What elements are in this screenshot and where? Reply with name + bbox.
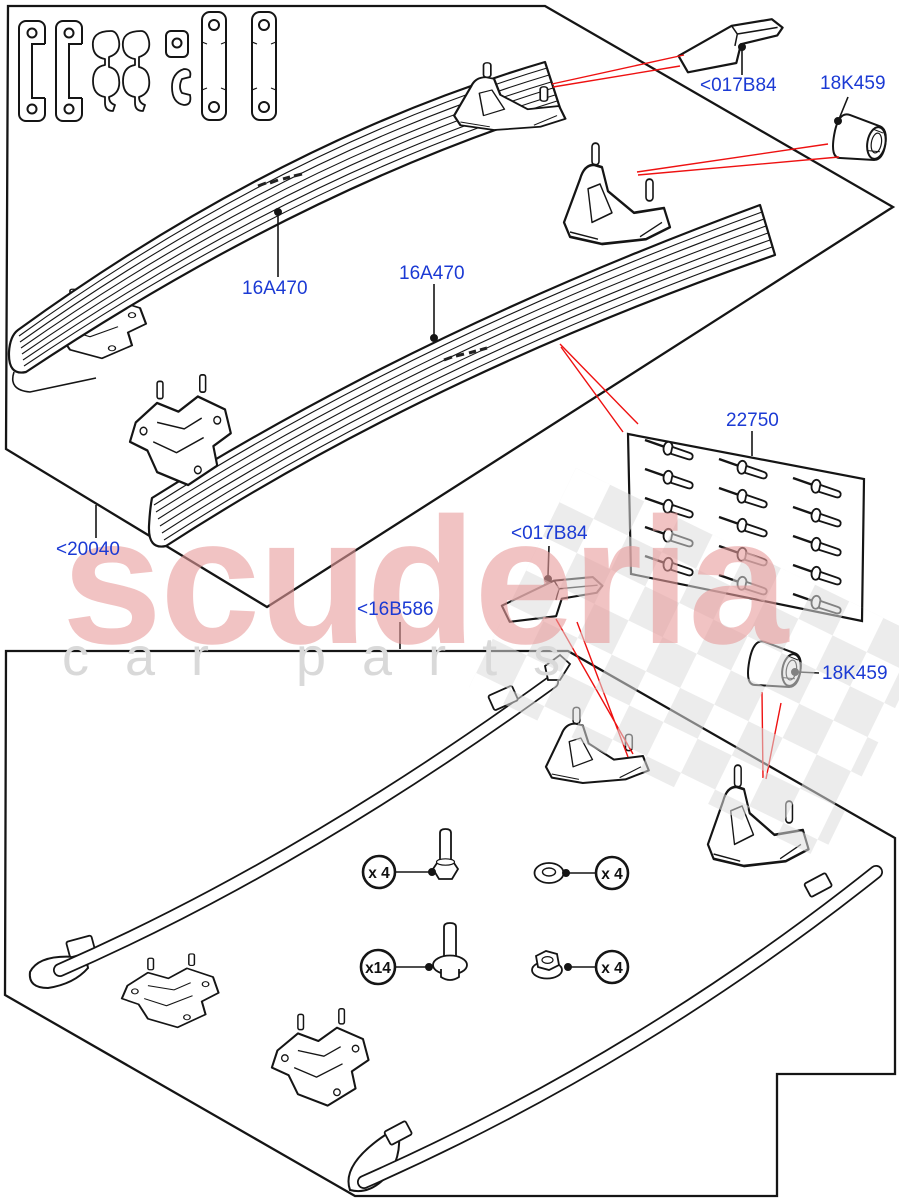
- floor-bracket-b: [270, 1007, 370, 1107]
- tube-tab: [803, 872, 833, 898]
- kit-panel-top-outline: [4, 4, 896, 609]
- bushing-mid: [744, 638, 806, 694]
- label-kit-top: <20040: [56, 539, 120, 560]
- label-bushing-mid: 18K459: [822, 663, 888, 684]
- side-tube-lower: [347, 865, 883, 1192]
- flange-nut: [531, 950, 563, 980]
- label-mount-pad-top: <017B84: [700, 75, 777, 96]
- callout-lines: [95, 42, 849, 971]
- label-board-front: 16A470: [242, 278, 308, 299]
- label-rivet-kit: 22750: [726, 410, 779, 431]
- qty-washer: x 4: [601, 866, 623, 883]
- washer: [533, 862, 565, 884]
- tube-tab: [383, 1120, 413, 1146]
- qty-circle-flange-screw: [359, 948, 397, 986]
- side-tube-upper: [28, 653, 572, 990]
- hex-bolt: [431, 828, 460, 880]
- label-board-rear: 16A470: [399, 263, 465, 284]
- qty-callouts: [359, 854, 630, 986]
- qty-flange-nut: x 4: [601, 960, 623, 977]
- qty-flange-screw: x14: [365, 960, 391, 977]
- floor-bracket-a: [120, 952, 220, 1029]
- qty-circle-flange-nut: [594, 949, 630, 985]
- label-mount-pad-mid: <017B84: [511, 523, 588, 544]
- qty-hex-bolt: x 4: [368, 865, 390, 882]
- qty-circle-hex-bolt: [361, 854, 397, 890]
- mount-pad-top: [676, 14, 784, 77]
- shim-hardware-set: [18, 11, 277, 122]
- running-board-rear: [147, 203, 777, 548]
- flange-screw: [432, 922, 468, 981]
- label-kit-bottom: <16B586: [357, 599, 434, 620]
- mount-pad-mid: [499, 566, 605, 633]
- shim-hook: [171, 68, 192, 106]
- bracket-rear-right: [562, 141, 672, 246]
- label-bushing-top: 18K459: [820, 73, 886, 94]
- shim-square: [165, 30, 189, 58]
- gusset-bracket-c: [544, 706, 650, 785]
